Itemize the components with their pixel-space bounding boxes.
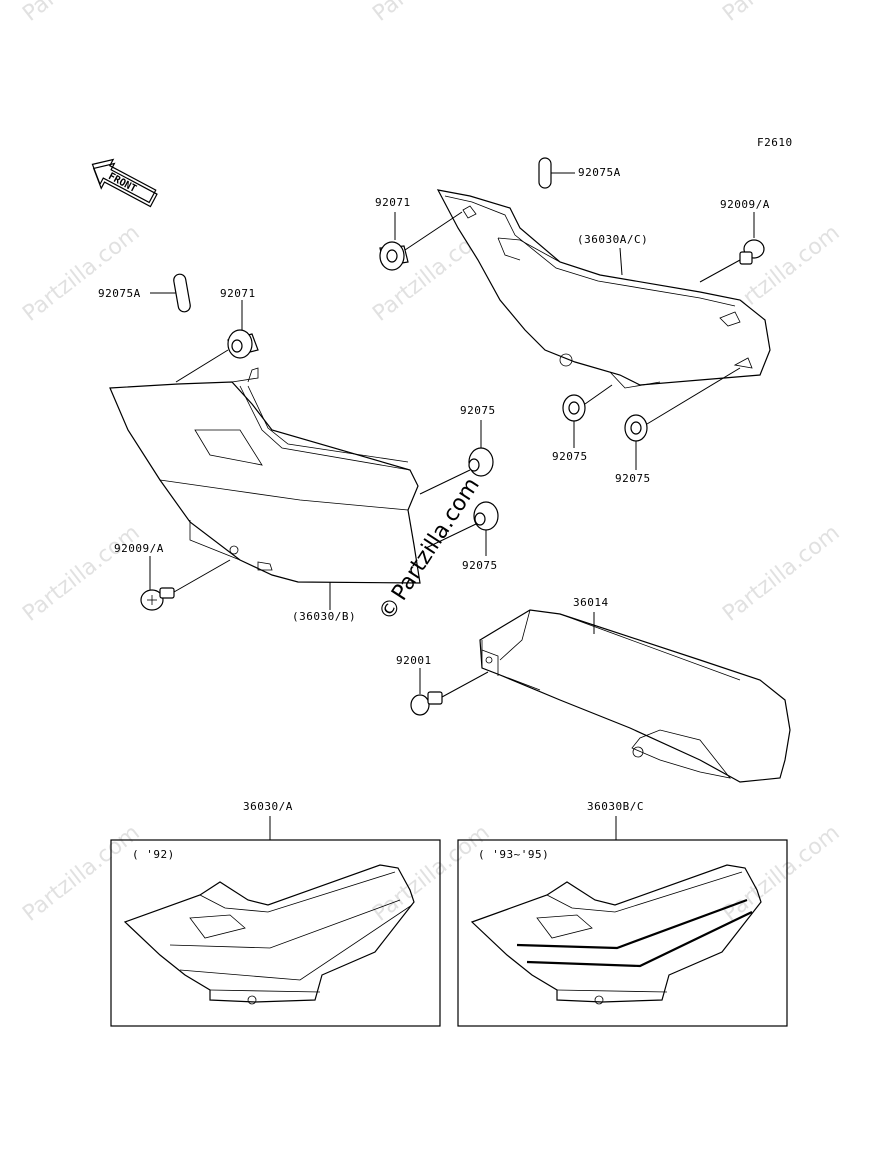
watermark-text: Partzilla.com <box>368 820 494 926</box>
callout-92009A-left: 92009/A <box>114 542 164 555</box>
right-side-cover <box>436 189 771 389</box>
callout-92071-top: 92071 <box>375 196 411 209</box>
watermark-text: Partzilla.com <box>18 220 144 326</box>
callout-36014: 36014 <box>573 596 609 609</box>
inset-b-frame <box>457 839 788 1027</box>
figure-code: F2610 <box>757 136 793 149</box>
leader-line <box>619 247 623 276</box>
inset-a-cover <box>123 864 415 1005</box>
grommet-92075-b <box>624 367 741 470</box>
callout-92075-c: 92075 <box>460 404 496 417</box>
callout-36030AC: (36030A/C) <box>577 233 648 246</box>
grommet-92071-top <box>379 211 463 271</box>
front-arrow: FRONT <box>91 158 158 208</box>
grommet-92075-c <box>419 420 494 495</box>
callout-92075A-top: 92075A <box>578 166 621 179</box>
callout-92009A-right: 92009/A <box>720 198 770 211</box>
rubber-pad-92075A-top <box>538 157 575 189</box>
chain-guard <box>479 609 791 783</box>
callout-92075-d: 92075 <box>462 559 498 572</box>
inset-a-year: ( '92) <box>132 848 175 861</box>
watermark-text: Partzilla.com <box>18 0 144 27</box>
inset-a-ref: 36030/A <box>243 800 293 813</box>
watermark-text: Partzilla.com <box>18 520 144 626</box>
grommet-92071-left <box>175 300 259 383</box>
watermark-text: Partzilla.com <box>718 520 844 626</box>
grommet-92075-a <box>562 384 613 448</box>
watermark-text: Partzilla.com <box>18 820 144 926</box>
callout-92001: 92001 <box>396 654 432 667</box>
left-side-cover <box>109 367 421 584</box>
bolt-92009A-right <box>699 212 765 283</box>
rubber-pad-92075A-left <box>150 273 191 313</box>
callout-92075A-left: 92075A <box>98 287 141 300</box>
callout-92075-a: 92075 <box>552 450 588 463</box>
watermark-text: Partzilla.com <box>718 0 844 27</box>
inset-a-frame <box>110 839 441 1027</box>
grommet-92075-d <box>425 501 499 556</box>
watermark-text: Partzilla.com <box>368 0 494 27</box>
watermark-layer: Partzilla.com Partzilla.com Partzilla.co… <box>18 0 844 927</box>
bolt-92001 <box>410 668 489 716</box>
inset-b-cover <box>470 864 762 1005</box>
inset-b-ref: 36030B/C <box>587 800 644 813</box>
inset-b-year: ( '93~'95) <box>478 848 549 861</box>
bolt-92009A-left <box>140 556 231 611</box>
callout-92075-b: 92075 <box>615 472 651 485</box>
callout-36030B: (36030/B) <box>292 610 356 623</box>
callout-92071-left: 92071 <box>220 287 256 300</box>
